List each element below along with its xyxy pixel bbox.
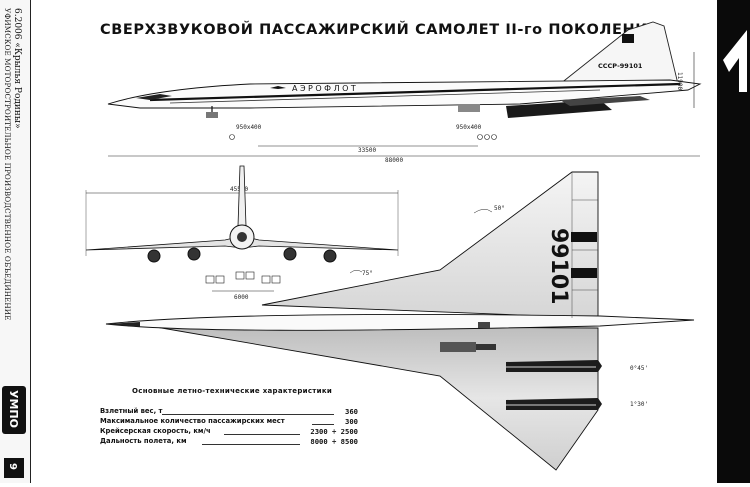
front-engine	[323, 249, 337, 263]
side-fuselage	[107, 79, 702, 109]
gear-track-label: 6000	[234, 294, 249, 301]
front-engine	[283, 247, 297, 261]
side-main-gear	[458, 104, 480, 112]
tail-flag-mark	[622, 34, 634, 43]
gear-bay	[440, 342, 476, 352]
spec-label: Взлетный вес, т	[100, 407, 163, 415]
specs-heading: Основные летно-технические характеристик…	[132, 387, 333, 395]
gear-bay	[476, 344, 496, 350]
dim-33500-label: 33500	[358, 147, 376, 154]
side-engine-intake	[560, 96, 650, 106]
dim-88000-label: 88000	[385, 157, 403, 164]
top-view: 99101 50° 75° 0°45' 1°30'	[105, 171, 695, 471]
gear-track-diagram	[205, 271, 281, 292]
page-gutter: 6.2006 «Крылья Родины» УФИМСКОЕ МОТОРОСТ…	[0, 0, 31, 483]
umpo-logo: УМПО	[2, 386, 26, 434]
tire-symbol-icon	[229, 134, 235, 140]
wing-mark	[478, 322, 490, 328]
front-view: 45500 6000	[85, 165, 399, 301]
spec-label: Максимальное количество пассажирских мес…	[100, 417, 285, 425]
wing-panel-dark	[571, 232, 597, 242]
side-tail-fin	[558, 21, 679, 85]
spec-row-weight: Взлетный вес, т 360	[100, 407, 358, 417]
front-engine	[147, 249, 161, 263]
side-airline-name: АЭРОФЛОТ	[292, 84, 358, 93]
cockpit-window	[136, 94, 172, 100]
spec-value: 360	[345, 407, 358, 416]
top-nose	[106, 322, 140, 327]
sweep-inner-label: 75°	[362, 270, 373, 277]
top-wing-lower	[149, 325, 599, 471]
page-title: СВЕРХЗВУКОВОЙ ПАССАЖИРСКИЙ САМОЛЕТ II-го…	[100, 22, 660, 38]
wing-panel-dark	[571, 268, 597, 278]
strip-marker-icon	[723, 30, 747, 92]
side-view: СССР-99101 АЭРОФЛОТ 11900 950x400 950x40…	[107, 21, 702, 164]
spec-row-speed: Крейсерская скорость, км/ч 2300 ÷ 2500	[100, 427, 358, 437]
side-registration: СССР-99101	[598, 62, 643, 70]
spec-value: 8000 ÷ 8500	[310, 437, 358, 446]
nacelle-angle-2: 1°30'	[630, 401, 648, 408]
spec-leader	[202, 444, 300, 445]
nacelle-angle-1: 0°45'	[630, 365, 648, 372]
tire-symbol-icon	[491, 134, 497, 140]
front-tail-fin	[237, 165, 247, 227]
top-wing-number: 99101	[546, 228, 571, 305]
spec-value: 300	[345, 417, 358, 426]
front-engine	[187, 247, 201, 261]
side-pinstripe	[169, 89, 601, 104]
side-cheatline	[149, 82, 681, 102]
spec-label: Крейсерская скорость, км/ч	[100, 427, 211, 435]
height-dim-label: 11900	[676, 72, 683, 90]
spec-leader	[224, 434, 300, 435]
sweep-outer-label: 50°	[494, 205, 505, 212]
page-number-box: 9	[4, 458, 24, 478]
gear-main-size: 950x400	[456, 124, 482, 131]
spec-leader	[312, 424, 334, 425]
spec-row-range: Дальность полета, км 8000 ÷ 8500	[100, 437, 358, 447]
tire-symbol-icon	[484, 134, 490, 140]
tire-symbol-icon	[477, 134, 483, 140]
gear-front-size: 950x400	[236, 124, 262, 131]
side-nose-gear-door	[206, 112, 218, 118]
spec-leader	[162, 414, 334, 415]
spec-row-seats: Максимальное количество пассажирских мес…	[100, 417, 358, 427]
spec-label: Дальность полета, км	[100, 437, 187, 445]
top-fuselage	[105, 313, 695, 331]
airline-emblem-icon	[270, 86, 286, 89]
spec-value: 2300 ÷ 2500	[310, 427, 358, 436]
right-edge-strip	[717, 0, 750, 483]
front-nose-cone	[237, 232, 247, 242]
